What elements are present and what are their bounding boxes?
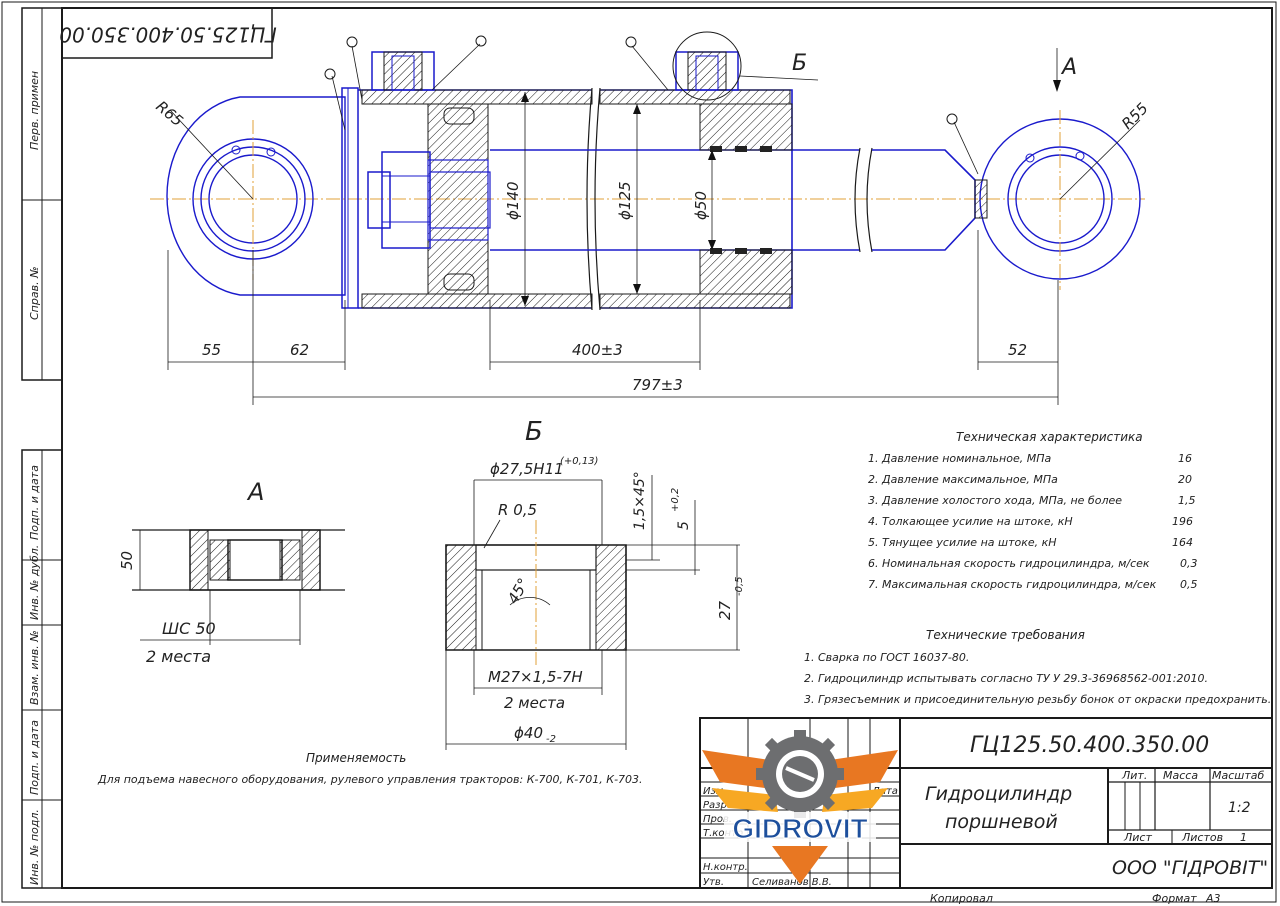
section-b-d40-tol: -2 [546,734,556,745]
section-b-r05: R 0,5 [498,501,537,519]
tech-req-row-3: 3. Грязесъемник и присоединительную резь… [804,693,1271,706]
section-b-thread: М27×1,5-7Н [488,668,583,686]
dim-52: 52 [1008,341,1027,359]
tech-req-title: Технические требования [926,628,1085,642]
dim-55: 55 [202,341,221,359]
section-b-places: 2 места [504,694,565,712]
side-inv-podl: Инв. № подл. [28,809,41,885]
tech-char-row-3: 3. Давление холостого хода, МПа, не боле… [868,494,1122,507]
section-b-title: Б [525,417,543,447]
section-b-angle: 45° [504,575,533,607]
rotated-number-box: ГЦ125.50.400.350.00 [59,7,277,59]
tech-characteristics: Техническая характеристика 1. Давление н… [868,430,1198,591]
section-b-chamfer: 1,5×45° [632,471,648,530]
gear-icon [756,730,844,818]
tech-req-row-1: 1. Сварка по ГОСТ 16037-80. [804,651,969,664]
tb-lit: Лит. [1121,769,1147,782]
applicability-note: Применяемость Для подъема навесного обор… [97,751,643,786]
dim-d50: ϕ50 [692,191,710,220]
tb-approver: Селиванов В.В. [752,877,832,888]
tb-format: Формат [1152,892,1197,905]
view-a-callout: А [1060,55,1077,80]
tb-list: Лист [1123,831,1152,844]
gidrovit-logo: GIDROVIT [702,730,898,884]
dim-d125: ϕ125 [616,181,634,220]
tb-massa: Масса [1163,769,1198,782]
section-b-five-tol: +0,2 [670,488,681,512]
section-b-detail: Б ϕ27,5Н11 (+0,13) R 0,5 45° 1,5×45° 5 +… [445,417,745,750]
tech-char-row-2: 2. Давление максимальное, МПа [868,473,1058,486]
tb-izm: Изм. [703,786,727,797]
tech-char-val-1: 16 [1178,452,1192,465]
side-strip: Перв. примен Справ. № Подп. и дата Инв. … [21,7,63,889]
tech-char-row-6: 6. Номинальная скорость гидроцилиндра, м… [868,557,1150,570]
section-b-h27: 27 [716,600,734,620]
drawing-number-rotated: ГЦ125.50.400.350.00 [59,23,277,47]
tb-masshtab: Масштаб [1212,769,1264,782]
tech-char-val-3: 1,5 [1178,494,1196,507]
logo-arrow [772,846,828,884]
view-a-dim-50: 50 [118,551,136,570]
tb-name-line2: поршневой [945,811,1058,833]
tech-char-row-4: 4. Толкающее усилие на штоке, кН [868,515,1073,528]
section-b-d27: ϕ27,5Н11 [490,460,564,478]
dim-400: 400±3 [572,341,623,359]
tb-company: ООО "ГІДРОВІТ" [1112,857,1268,879]
tb-listov: Листов [1181,831,1223,844]
tb-designation: ГЦ125.50.400.350.00 [970,733,1209,758]
section-b-d40: ϕ40 [514,724,543,742]
tech-char-val-6: 0,3 [1180,557,1198,570]
cylinder-main-view: R65 [150,31,1152,405]
tech-char-val-2: 20 [1178,473,1192,486]
tech-req-row-2: 2. Гидроцилиндр испытывать согласно ТУ У… [804,672,1208,685]
logo-text: GIDROVIT [732,813,867,844]
view-a-label: ШС 50 [162,619,216,638]
left-eye-body [166,96,346,296]
tech-char-row-5: 5. Тянущее усилие на штоке, кН [868,536,1057,549]
tech-char-val-5: 164 [1172,536,1193,549]
tb-listov-value: 1 [1240,831,1247,844]
dim-d140: ϕ140 [504,181,522,220]
tb-prov: Пров. [703,814,732,825]
side-inv-dubl: Инв. № дубл. [28,545,41,620]
side-vzam-inv: Взам. инв. № [28,630,41,705]
section-b-h27-tol: -0,5 [734,576,745,596]
view-a-detail: А 50 ШС 50 2 места [118,478,345,666]
section-b-callout: Б [792,51,807,76]
tech-char-val-4: 196 [1172,515,1193,528]
side-podp-data-2: Подп. и дата [28,720,41,795]
dim-62: 62 [290,341,309,359]
side-podp-data: Подп. и дата [28,465,41,540]
drawing-frame [61,7,1273,889]
tb-nkontr: Н.контр. [703,862,748,873]
dim-797: 797±3 [632,376,683,394]
tech-requirements: Технические требования 1. Сварка по ГОСТ… [804,628,1271,706]
tb-name-line1: Гидроцилиндр [925,783,1072,805]
tech-char-val-7: 0,5 [1180,578,1198,591]
dim-r65: R65 [152,97,186,130]
view-a-title: А [246,478,264,506]
side-perv-primen: Перв. примен [28,71,41,150]
applicability-title: Применяемость [306,751,406,765]
section-b-d27-tol: (+0,13) [560,456,598,467]
tech-char-title: Техническая характеристика [956,430,1143,444]
tb-scale: 1:2 [1228,800,1251,816]
view-a-places: 2 места [146,647,211,666]
tb-utv: Утв. [703,877,724,888]
side-sprav: Справ. № [28,266,41,320]
section-b-five: 5 [676,521,692,530]
tb-format-value: А3 [1205,892,1221,905]
tech-char-row-7: 7. Максимальная скорость гидроцилиндра, … [868,578,1157,591]
applicability-text: Для подъема навесного оборудования, руле… [97,773,643,786]
dim-r55: R55 [1118,99,1152,133]
tech-char-row-1: 1. Давление номинальное, МПа [868,452,1051,465]
tb-kopiroval: Копировал [930,892,993,905]
